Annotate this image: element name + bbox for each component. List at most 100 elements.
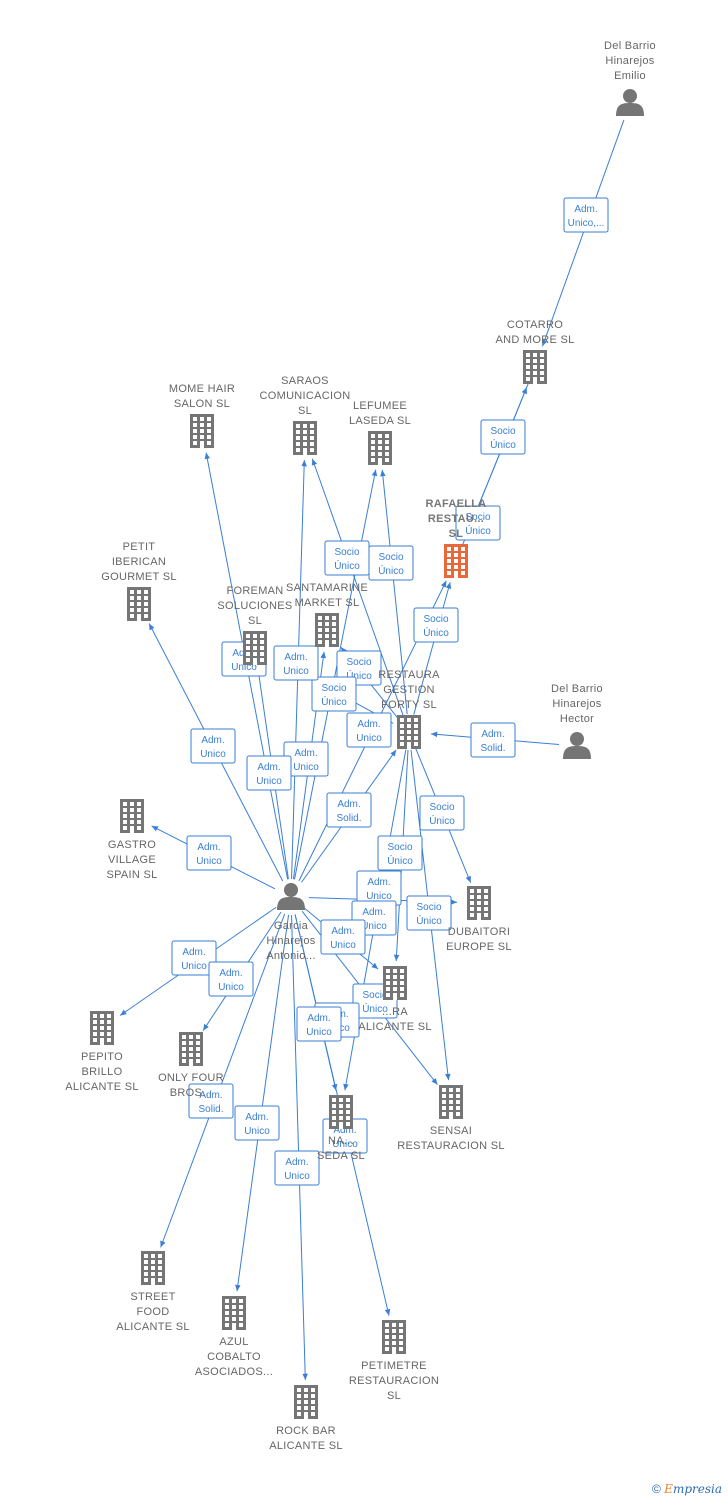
node-dubaitori[interactable]: DUBAITORI EUROPE SL: [446, 886, 512, 953]
edge-label-text: Unico: [283, 666, 309, 677]
edge-label-text: Único: [490, 438, 516, 451]
edge-garcia-to-lefumee: [294, 469, 378, 880]
edge-label-garcia-to-nalaseda[interactable]: Adm.Unico: [296, 1006, 342, 1042]
edge-label-text: Único: [423, 626, 449, 639]
edge-label-garcia-to-lara[interactable]: Adm.Unico: [320, 919, 366, 955]
node-label-line: SPAIN SL: [106, 869, 157, 881]
edge-label-text: Socio: [362, 990, 387, 1001]
node-label-line: RESTAURA: [378, 669, 440, 681]
edge-label-garcia-to-foreman[interactable]: Adm.Unico: [246, 755, 292, 791]
building-icon: [120, 799, 144, 833]
edge-label-text: Adm.: [197, 842, 220, 853]
edge-label-text: Socio: [465, 512, 490, 523]
node-label-line: COBALTO: [207, 1351, 261, 1363]
edge-label-text: Adm.: [367, 877, 390, 888]
node-nalaseda[interactable]: NA...SEDA SL: [317, 1095, 365, 1162]
building-icon: [383, 966, 407, 1000]
node-label-line: SANTAMARINE: [286, 582, 368, 594]
edge-label-text: Unico: [181, 961, 207, 972]
node-label-line: Antonio...: [266, 950, 315, 962]
edge-label-text: Único: [321, 695, 347, 708]
edge-label-garcia-to-saraos[interactable]: Adm.Unico: [283, 741, 329, 777]
edge-label-text: Adm.: [285, 1157, 308, 1168]
edge-label-text: Socio: [423, 614, 448, 625]
edge-label-garcia-to-petit[interactable]: Adm.Unico: [190, 728, 236, 764]
node-onlyfour[interactable]: ONLY FOURBROS...: [158, 1032, 224, 1099]
edge-label-text: Adm.: [337, 799, 360, 810]
node-label-line: Emilio: [614, 70, 646, 82]
building-icon: [315, 613, 339, 647]
node-label-line: EUROPE SL: [446, 941, 512, 953]
node-label-line: Hinarejos: [552, 698, 601, 710]
edge-label-garcia-to-gastro[interactable]: Adm.Unico: [186, 835, 232, 871]
edge-garcia-to-rockbar: [291, 914, 308, 1381]
edge-label-text: Adm.: [257, 762, 280, 773]
node-label-line: ALICANTE SL: [116, 1321, 190, 1333]
edge-label-garcia-to-pepito[interactable]: Adm.Unico: [171, 940, 217, 976]
node-label-line: IBERICAN: [112, 556, 166, 568]
node-label-line: ALICANTE SL: [65, 1081, 139, 1093]
edge-label-garcia-to-azul[interactable]: Adm.Unico: [234, 1105, 280, 1141]
node-label-line: SARAOS: [281, 375, 329, 387]
edge-label-text: Unico: [356, 733, 382, 744]
edge-label-garcia-to-rafaella[interactable]: Adm. Unico: [356, 870, 402, 906]
edge-label-garcia-to-lefumee[interactable]: Adm.Unico: [346, 712, 392, 748]
edge-label-text: Adm.: [245, 1112, 268, 1123]
node-label-line: ...RA: [382, 1006, 408, 1018]
edge-label-text: Socio: [346, 657, 371, 668]
node-label-line: RESTAU...: [428, 513, 484, 525]
node-label-line: MOME HAIR: [169, 383, 235, 395]
node-garcia[interactable]: GarciaHinarejosAntonio...: [266, 883, 316, 962]
edge-label-emilio-to-cotarro[interactable]: Adm.Unico,...: [563, 197, 609, 233]
node-label-line: FOOD: [137, 1306, 170, 1318]
edge-label-hector-to-restaura[interactable]: Adm.Solid.: [470, 722, 516, 758]
edge-label-garcia-to-street[interactable]: Adm.Solid.: [188, 1083, 234, 1119]
edge-label-text: Solid.: [480, 743, 505, 754]
edge-label-garcia-to-restaura[interactable]: Adm. Solid.: [326, 792, 372, 828]
logo-rest: mpresia: [672, 1482, 722, 1496]
empresia-logo[interactable]: © Empresia: [652, 1482, 722, 1496]
building-icon: [222, 1296, 246, 1330]
node-label-line: SL: [248, 615, 262, 627]
building-icon: [523, 350, 547, 384]
node-label-line: SL: [298, 405, 312, 417]
building-icon: [190, 414, 214, 448]
edge-label-garcia-to-onlyfour[interactable]: Adm.Unico: [208, 961, 254, 997]
edge-label-text: Solid.: [336, 813, 361, 824]
node-label-line: AZUL: [219, 1336, 248, 1348]
edge-label-text: Unico: [366, 891, 392, 902]
node-azul[interactable]: AZUL COBALTO ASOCIADOS...: [195, 1296, 273, 1378]
edge-label-garcia-to-rockbar[interactable]: Adm.Unico: [274, 1150, 320, 1186]
edge-label-garcia-to-santamarine[interactable]: Adm.Unico: [273, 645, 319, 681]
edge-label-text: Socio: [416, 902, 441, 913]
node-label-line: ASOCIADOS...: [195, 1366, 273, 1378]
node-label-line: DUBAITORI: [448, 926, 510, 938]
